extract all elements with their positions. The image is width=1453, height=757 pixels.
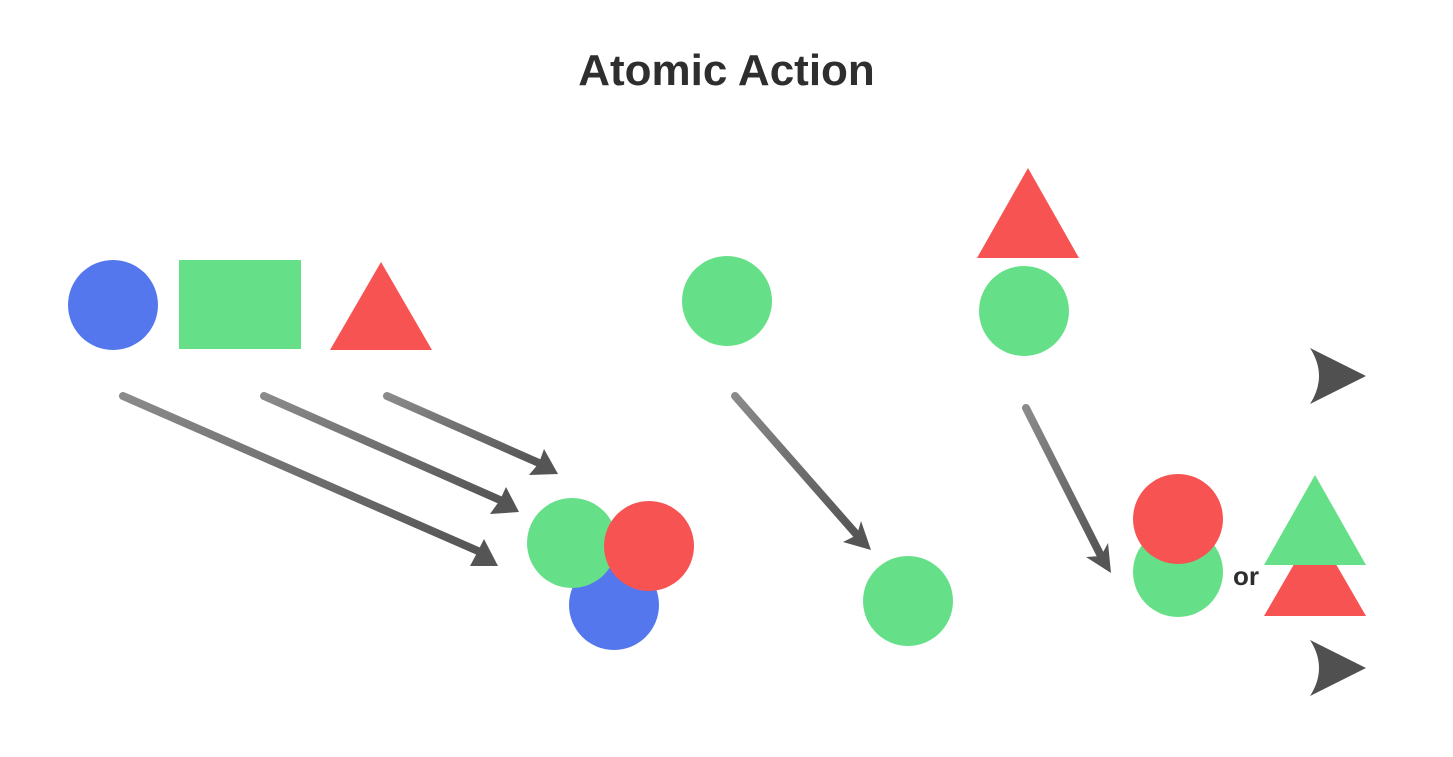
green-circle-icon: [527, 498, 617, 588]
arrow-icon: [1022, 404, 1111, 573]
green-circle-icon: [682, 256, 772, 346]
green-circle-icon: [863, 556, 953, 646]
bottom-timeline-arrow: [79, 640, 1366, 696]
arrow-icon: [119, 392, 498, 566]
red-triangle-icon: [330, 262, 432, 350]
diagram-title: Atomic Action: [578, 46, 875, 95]
red-triangle-icon: [1264, 528, 1366, 616]
arrow-icon: [383, 392, 558, 475]
arrow-icon: [260, 392, 519, 514]
red-circle-icon: [604, 501, 694, 591]
blue-circle-icon: [68, 260, 158, 350]
top-timeline-arrow: [79, 348, 1366, 404]
green-triangle-icon: [1264, 475, 1366, 565]
or-label: or: [1233, 561, 1259, 591]
green-square-icon: [179, 260, 301, 349]
green-circle-icon: [979, 266, 1069, 356]
arrow-icon: [731, 392, 871, 550]
red-circle-icon: [1133, 474, 1223, 564]
red-triangle-icon: [977, 168, 1079, 258]
